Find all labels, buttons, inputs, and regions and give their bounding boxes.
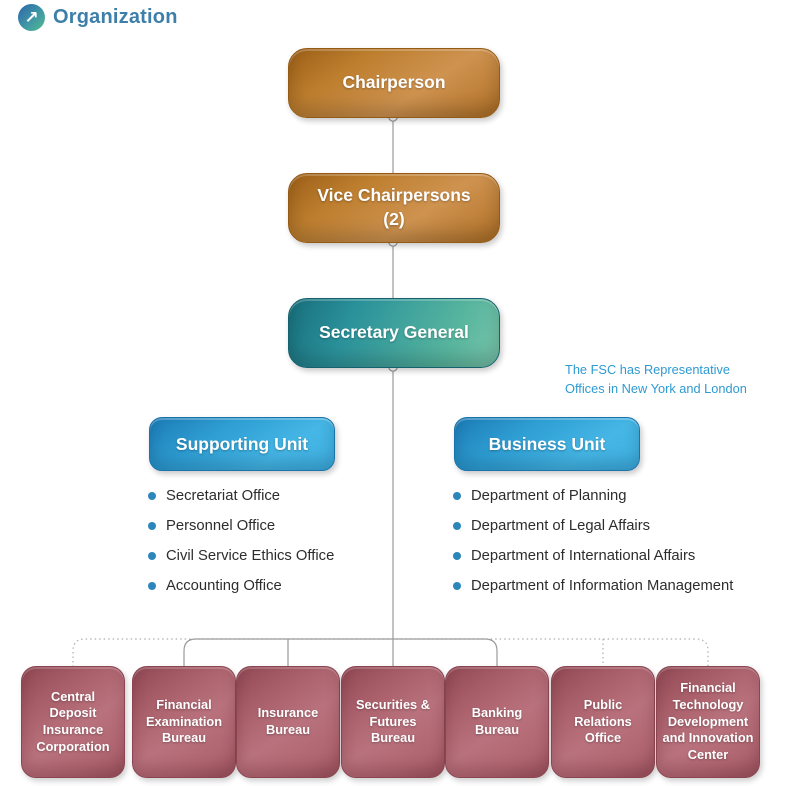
node-insurance-bureau: Insurance Bureau xyxy=(236,666,340,778)
list-item-label: Civil Service Ethics Office xyxy=(166,548,335,564)
list-item-label: Department of Planning xyxy=(471,488,627,504)
bullet-icon xyxy=(453,492,461,500)
bullet-icon xyxy=(148,582,156,590)
arrow-up-right-circle-icon: ↗ xyxy=(18,4,45,31)
supporting-unit-list: Secretariat Office Personnel Office Civi… xyxy=(148,481,334,601)
node-financial-examination-bureau: Financial Examination Bureau xyxy=(132,666,236,778)
list-item: Civil Service Ethics Office xyxy=(148,541,334,571)
list-item-label: Accounting Office xyxy=(166,578,282,594)
bullet-icon xyxy=(148,552,156,560)
bullet-icon xyxy=(453,582,461,590)
list-item-label: Personnel Office xyxy=(166,518,276,534)
list-item: Department of Legal Affairs xyxy=(453,511,733,541)
node-business-unit: Business Unit xyxy=(454,417,640,471)
list-item: Department of Information Management xyxy=(453,571,733,601)
solid-connector xyxy=(183,638,498,667)
list-item: Department of International Affairs xyxy=(453,541,733,571)
node-banking-bureau: Banking Bureau xyxy=(445,666,549,778)
node-vice-chairpersons: Vice Chairpersons (2) xyxy=(288,173,500,243)
list-item-label: Secretariat Office xyxy=(166,488,281,504)
bullet-icon xyxy=(453,552,461,560)
list-item: Personnel Office xyxy=(148,511,334,541)
list-item-label: Department of Legal Affairs xyxy=(471,518,651,534)
list-item: Secretariat Office xyxy=(148,481,334,511)
list-item: Department of Planning xyxy=(453,481,733,511)
representative-offices-note: The FSC has Representative Offices in Ne… xyxy=(565,362,747,396)
list-item-label: Department of International Affairs xyxy=(471,548,696,564)
node-securities-futures-bureau: Securities & Futures Bureau xyxy=(341,666,445,778)
list-item-label: Department of Information Management xyxy=(471,578,734,594)
bullet-icon xyxy=(148,492,156,500)
bullet-icon xyxy=(148,522,156,530)
node-financial-technology-development-and-innovation-center: Financial Technology Development and Inn… xyxy=(656,666,760,778)
bullet-icon xyxy=(453,522,461,530)
node-public-relations-office: Public Relations Office xyxy=(551,666,655,778)
business-unit-list: Department of Planning Department of Leg… xyxy=(453,481,733,601)
list-item: Accounting Office xyxy=(148,571,334,601)
node-central-deposit-insurance-corporation: Central Deposit Insurance Corporation xyxy=(21,666,125,778)
node-supporting-unit: Supporting Unit xyxy=(149,417,335,471)
dotted-connector xyxy=(72,638,709,667)
node-chairperson: Chairperson xyxy=(288,48,500,118)
page-title: Organization xyxy=(53,6,178,28)
node-secretary-general: Secretary General xyxy=(288,298,500,368)
page-header: ↗ Organization xyxy=(18,4,178,31)
